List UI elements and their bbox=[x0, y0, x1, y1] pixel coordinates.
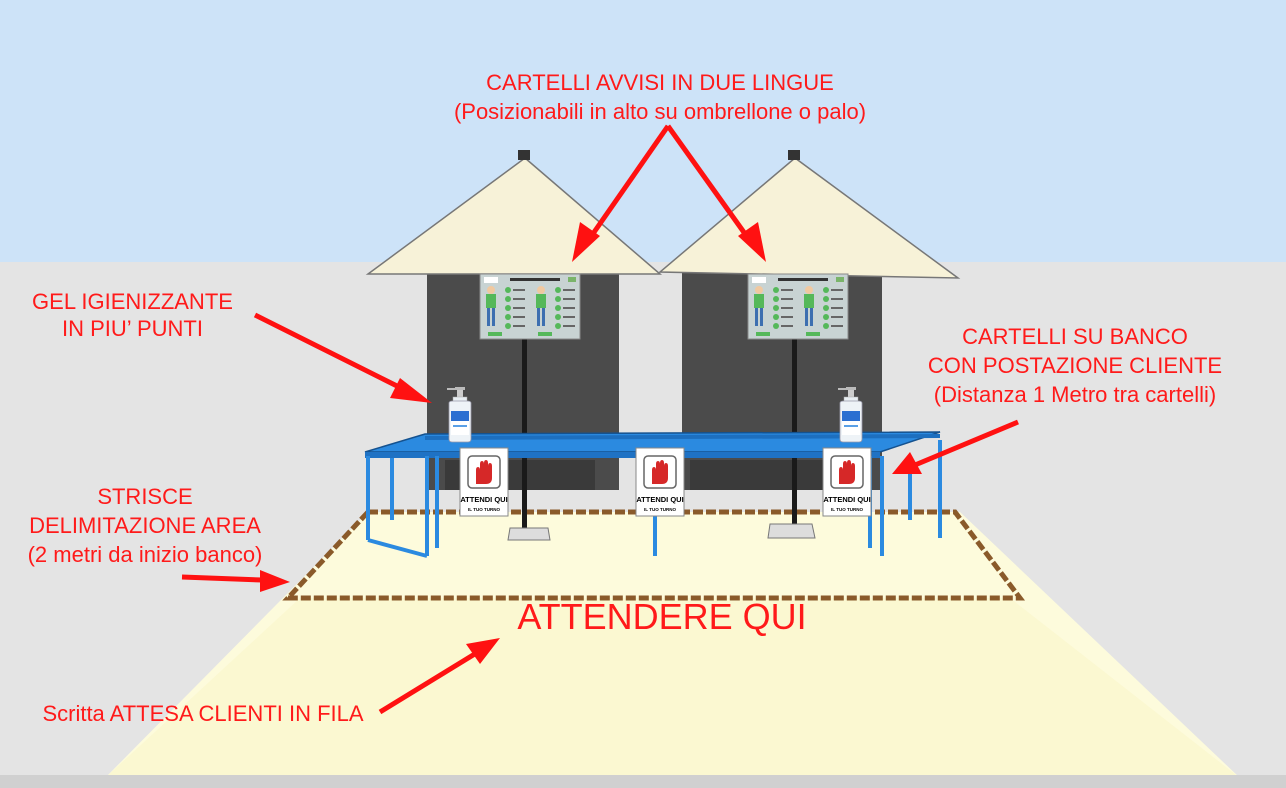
stop-hand-icon bbox=[476, 460, 492, 484]
label-line: CARTELLI AVVISI IN DUE LINGUE bbox=[486, 70, 834, 95]
sign-text-sub: IL TUO TURNO bbox=[468, 507, 500, 512]
floor-wait-zone bbox=[105, 598, 1240, 778]
umbrella-finial-right bbox=[788, 150, 800, 160]
label-line: (Posizionabili in alto su ombrellone o p… bbox=[453, 99, 867, 124]
counter-sign-right: ATTENDI QUI IL TUO TURNO bbox=[822, 447, 872, 517]
label-line: STRISCE bbox=[97, 484, 193, 509]
label-queue: Scritta ATTESA CLIENTI IN FILA bbox=[42, 701, 364, 726]
sign-text-main: ATTENDI QUI bbox=[636, 495, 683, 504]
pole-base-left bbox=[507, 527, 551, 541]
counter-sign-center: ATTENDI QUI IL TUO TURNO bbox=[635, 447, 685, 517]
floor-wait-text: ATTENDERE QUI bbox=[517, 596, 807, 637]
sign-text-sub: IL TUO TURNO bbox=[831, 507, 863, 512]
label-line: GEL IGIENIZZANTE bbox=[32, 289, 233, 314]
info-poster-left bbox=[479, 273, 581, 340]
stop-hand-icon bbox=[839, 460, 855, 484]
arrow-icon bbox=[572, 124, 671, 262]
label-line: CON POSTAZIONE CLIENTE bbox=[927, 353, 1223, 378]
arrow-icon bbox=[378, 638, 500, 715]
umbrella-pole-left bbox=[522, 160, 527, 535]
label-line: (Distanza 1 Metro tra cartelli) bbox=[933, 382, 1217, 407]
counter-front-edge bbox=[365, 452, 880, 458]
arrow-icon bbox=[892, 419, 1019, 474]
label-line: DELIMITAZIONE AREA bbox=[29, 513, 261, 538]
label-line: (2 metri da inizio banco) bbox=[27, 542, 263, 567]
sign-text-sub: IL TUO TURNO bbox=[644, 507, 676, 512]
arrow-icon bbox=[181, 570, 290, 592]
counter-sign-left: ATTENDI QUI IL TUO TURNO bbox=[459, 447, 509, 517]
label-gel: GEL IGIENIZZANTE IN PIU’ PUNTI bbox=[10, 288, 255, 342]
label-top-signs: CARTELLI AVVISI IN DUE LINGUE (Posiziona… bbox=[380, 68, 940, 126]
sign-text-main: ATTENDI QUI bbox=[460, 495, 507, 504]
delimitation-stripe bbox=[282, 509, 1026, 601]
counter-top-edge bbox=[425, 434, 940, 440]
bottom-strip bbox=[0, 775, 1286, 788]
umbrella-finial-left bbox=[518, 150, 530, 160]
label-line: CARTELLI SU BANCO bbox=[962, 324, 1188, 349]
sky-background bbox=[0, 0, 1286, 262]
annotation-arrows bbox=[181, 124, 1019, 715]
arrow-icon bbox=[253, 312, 432, 403]
umbrella-pole-right bbox=[792, 160, 797, 535]
label-counter-signs: CARTELLI SU BANCO CON POSTAZIONE CLIENTE… bbox=[890, 322, 1260, 409]
pole-base-right bbox=[767, 523, 816, 539]
sign-text-main: ATTENDI QUI bbox=[823, 495, 870, 504]
arrow-icon bbox=[665, 124, 766, 262]
stop-hand-icon bbox=[652, 460, 668, 484]
label-stripes: STRISCE DELIMITAZIONE AREA (2 metri da i… bbox=[0, 482, 290, 569]
info-poster-right bbox=[747, 273, 849, 340]
label-line: IN PIU’ PUNTI bbox=[62, 316, 203, 341]
